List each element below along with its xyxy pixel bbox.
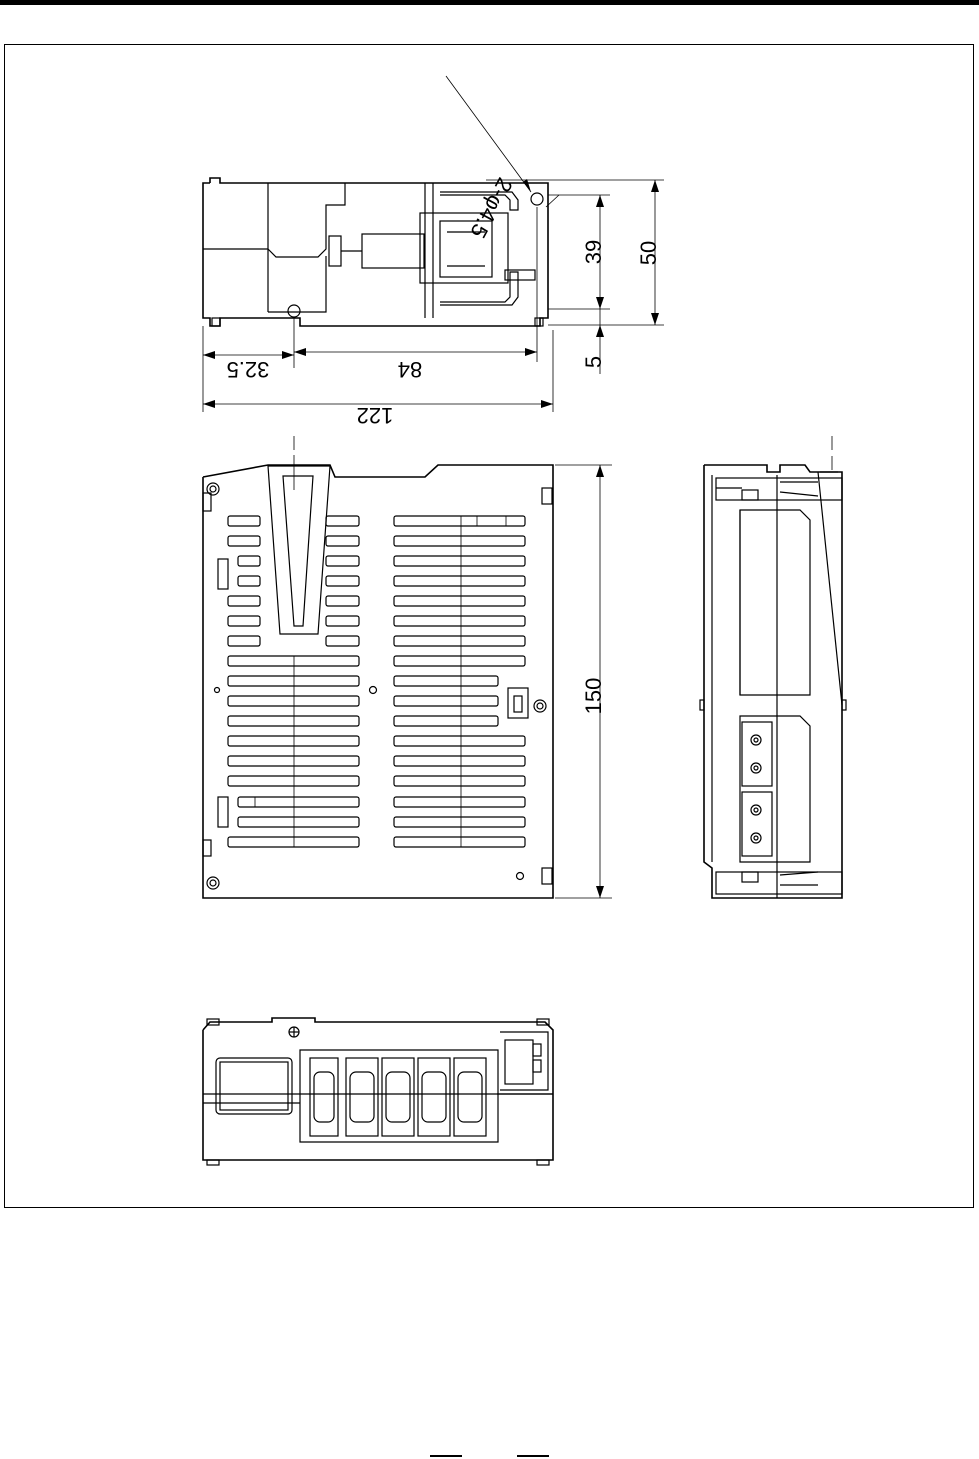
dim-84: 84: [398, 357, 422, 382]
footer-marks: [0, 1440, 979, 1459]
dim-50: 50: [636, 241, 661, 265]
connector-group: [310, 1058, 486, 1136]
bottom-view: [203, 1018, 553, 1165]
dim-122: 122: [357, 403, 394, 428]
dim-32-5: 32.5: [227, 357, 270, 382]
dim-39: 39: [581, 240, 606, 264]
dim-150: 150: [581, 678, 606, 715]
height-dimensions: [486, 180, 664, 374]
dim-5: 5: [581, 356, 606, 368]
front-view: [203, 436, 553, 898]
side-view: [700, 436, 846, 898]
